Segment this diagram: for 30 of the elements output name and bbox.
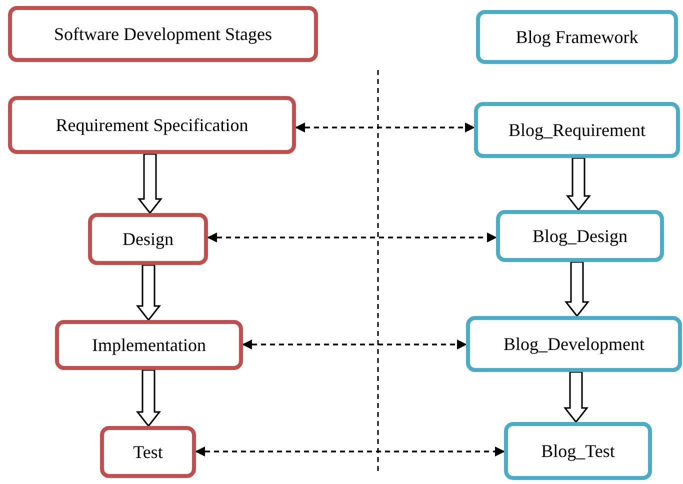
box-label: Blog_Requirement [508,120,646,140]
box-label: Design [122,228,174,250]
box-label: Blog_Development [504,334,644,354]
block-arrow [136,264,162,322]
process-box [8,96,296,154]
process-box [100,426,196,478]
process-box [474,102,680,158]
box-label: Blog Framework [516,26,638,48]
block-arrow [563,371,589,424]
box-label: Implementation [92,334,206,356]
process-box [8,6,318,62]
block-arrow [137,153,163,214]
box-label: Blog_Design [532,226,628,246]
box-label: Blog_Test [541,440,615,462]
dashed-arrow [242,340,467,350]
dashed-arrow [195,446,505,456]
process-box [496,210,664,262]
block-arrow [566,157,592,212]
process-box [88,213,208,265]
block-arrow [136,369,162,428]
dashed-arrow [295,122,475,132]
process-box [504,422,652,480]
box-label: Test [133,442,163,462]
process-box [476,10,678,64]
process-box [466,316,682,372]
box-label: Requirement Specification [56,114,248,136]
block-arrow [564,261,590,318]
process-box [55,320,243,370]
dashed-arrow [207,232,497,242]
box-label: Software Development Stages [54,24,272,44]
